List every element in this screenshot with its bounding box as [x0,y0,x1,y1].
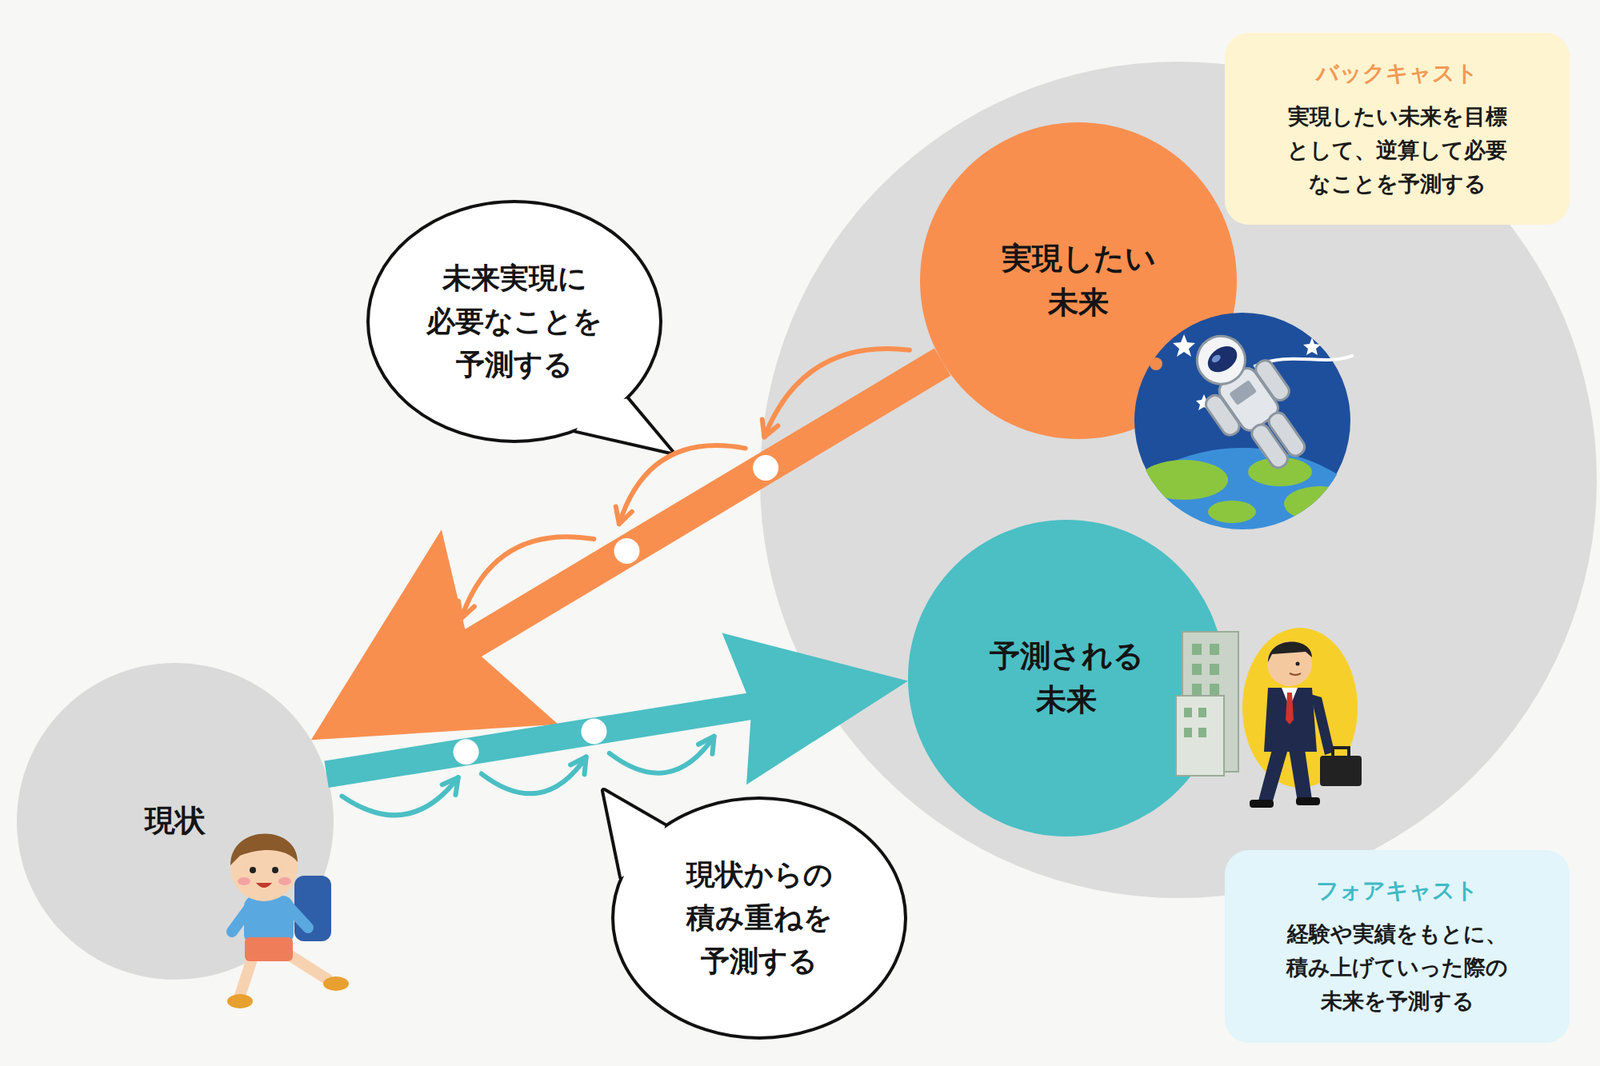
current-state-circle: 現状 [16,663,334,980]
info-box: バックキャスト実現したい未来を目標 として、逆算して必要 なことを予測する [1224,32,1570,225]
goal-circle: 実現したい 未来 [920,122,1237,440]
step-arc [341,777,458,816]
circle-shape [908,520,1225,837]
step-dot [453,739,480,765]
step-arrowhead [570,756,587,775]
node-label: 実現したい 未来 [978,236,1179,325]
forecast-circle: 予測される 未来 [908,520,1225,837]
speech-bubble: 未来実現に 必要なことを 予測する [365,199,664,444]
step-arc [764,348,910,437]
speech-bubble: 現状からの 積み重ねを 予測する [610,796,908,1041]
child-illustration [227,833,349,1009]
step-arrowhead [442,777,459,796]
step-arc [481,756,587,794]
step-arrowhead [698,736,715,755]
future-region [760,61,1597,899]
node-label: 現状からの 積み重ねを 予測する [659,853,860,984]
node-label: 未来実現に 必要なことを 予測する [414,256,615,387]
box-heading: バックキャスト [1316,57,1479,89]
arrow-body [324,633,908,788]
step-dot [614,538,640,564]
businessman-illustration [1176,628,1362,808]
step-arrowhead [762,420,779,438]
flow-arrow [324,633,908,788]
step-arrowhead [458,601,475,620]
node-label: 実現したい未来を目標 として、逆算して必要 なことを予測する [1245,100,1550,201]
step-arc [461,536,595,619]
step-dot [752,455,779,481]
node-label: 現状 [144,799,206,844]
node-label: 経験や実績をもとに、 積み上げていった際の 未来を予測する [1245,917,1550,1019]
step-marks [341,719,714,816]
step-arrowhead [616,507,632,525]
step-arc [609,736,715,774]
step-arc [619,445,746,524]
box-heading: フォアキャスト [1316,875,1479,907]
node-label: 予測される 未来 [966,634,1167,723]
circle-shape [920,122,1237,440]
step-dot [580,719,607,745]
info-box: フォアキャスト経験や実績をもとに、 積み上げていった際の 未来を予測する [1224,850,1570,1044]
